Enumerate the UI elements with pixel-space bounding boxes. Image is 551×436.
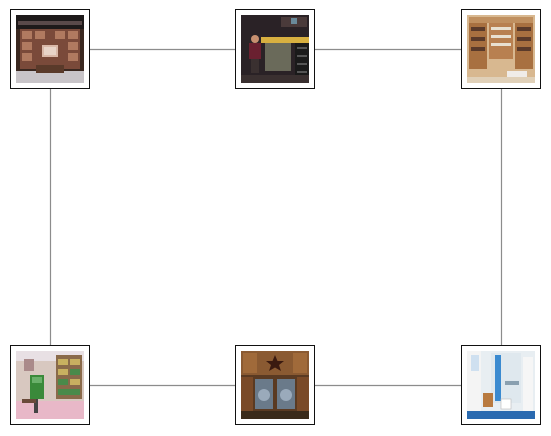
laundry-room-photo-icon	[241, 351, 309, 419]
workshop-desk-photo-icon	[241, 15, 309, 83]
thumbnail-4[interactable]	[10, 345, 90, 425]
walk-in-closet-photo-icon	[467, 15, 535, 83]
thumbnail-1[interactable]	[10, 9, 90, 89]
thumbnail-6[interactable]	[461, 345, 541, 425]
bathroom-photo-icon	[467, 351, 535, 419]
thumbnail-3[interactable]	[461, 9, 541, 89]
thumbnail-5[interactable]	[235, 345, 315, 425]
library-shelving-photo-icon	[16, 15, 84, 83]
craft-room-photo-icon	[16, 351, 84, 419]
thumbnail-2[interactable]	[235, 9, 315, 89]
